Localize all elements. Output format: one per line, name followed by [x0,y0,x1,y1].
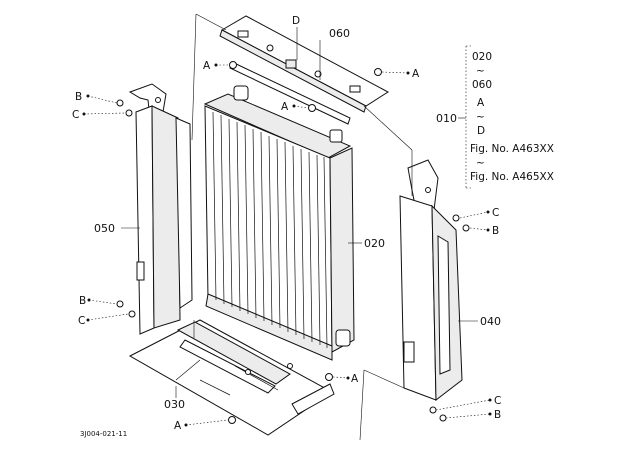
bolt-a-5 [228,416,236,424]
callout-c-4: C [494,395,501,407]
callout-c-1: C [72,109,79,121]
range-line-2: ~ [476,65,485,77]
leader-dots [82,63,492,427]
bolt-a-4 [325,373,333,381]
callout-a-1: A [203,60,211,72]
label-020: 020 [364,237,385,250]
radiator-core-020 [203,85,355,361]
range-line-3: 060 [472,79,492,91]
top-bracket-060 [219,15,389,125]
callout-a-5: A [174,420,182,432]
callout-leaders [83,27,491,426]
assembly-guide-lines [191,13,413,441]
callout-a-2: A [412,68,420,80]
bolt-b-2 [116,300,124,308]
range-line-5: ~ [476,111,485,123]
range-line-7: Fig. No. A463XX [470,143,554,155]
washer-c-4 [429,406,437,414]
washer-c-2 [128,310,136,318]
callout-b-2: B [79,295,86,307]
label-050: 050 [94,222,115,235]
washer-c-3 [452,214,460,222]
range-line-1: 020 [472,51,492,63]
callout-b-4: B [494,409,501,421]
bolt-b-1 [116,99,124,107]
callout-a-3: A [281,101,289,113]
callout-a-4: A [351,373,359,385]
label-030: 030 [164,398,185,411]
bolt-b-3 [462,224,470,232]
bolt-markers [116,61,470,424]
bolt-a-1 [229,61,237,69]
callout-c-3: C [492,207,499,219]
range-line-6: D [477,125,485,137]
range-line-4: A [477,97,485,109]
bolt-a-2 [374,68,382,76]
bolt-a-3 [308,104,316,112]
right-bracket-040 [399,159,463,401]
label-060: 060 [329,27,350,40]
bottom-plate-030 [128,319,335,436]
label-010: 010 [436,112,457,125]
label-040: 040 [480,315,501,328]
range-line-9: Fig. No. A465XX [470,171,554,183]
callout-d: D [292,15,300,27]
range-line-8: ~ [476,157,485,169]
bolt-b-4 [439,414,447,422]
callout-b-1: B [75,91,82,103]
figure-id: 3J004-021-11 [80,430,127,438]
callout-c-2: C [78,315,85,327]
washer-c-1 [125,109,133,117]
callout-b-3: B [492,225,499,237]
left-bracket-050 [128,83,193,335]
range-note: 020 ~ 060 A ~ D Fig. No. A463XX ~ Fig. N… [458,45,554,189]
